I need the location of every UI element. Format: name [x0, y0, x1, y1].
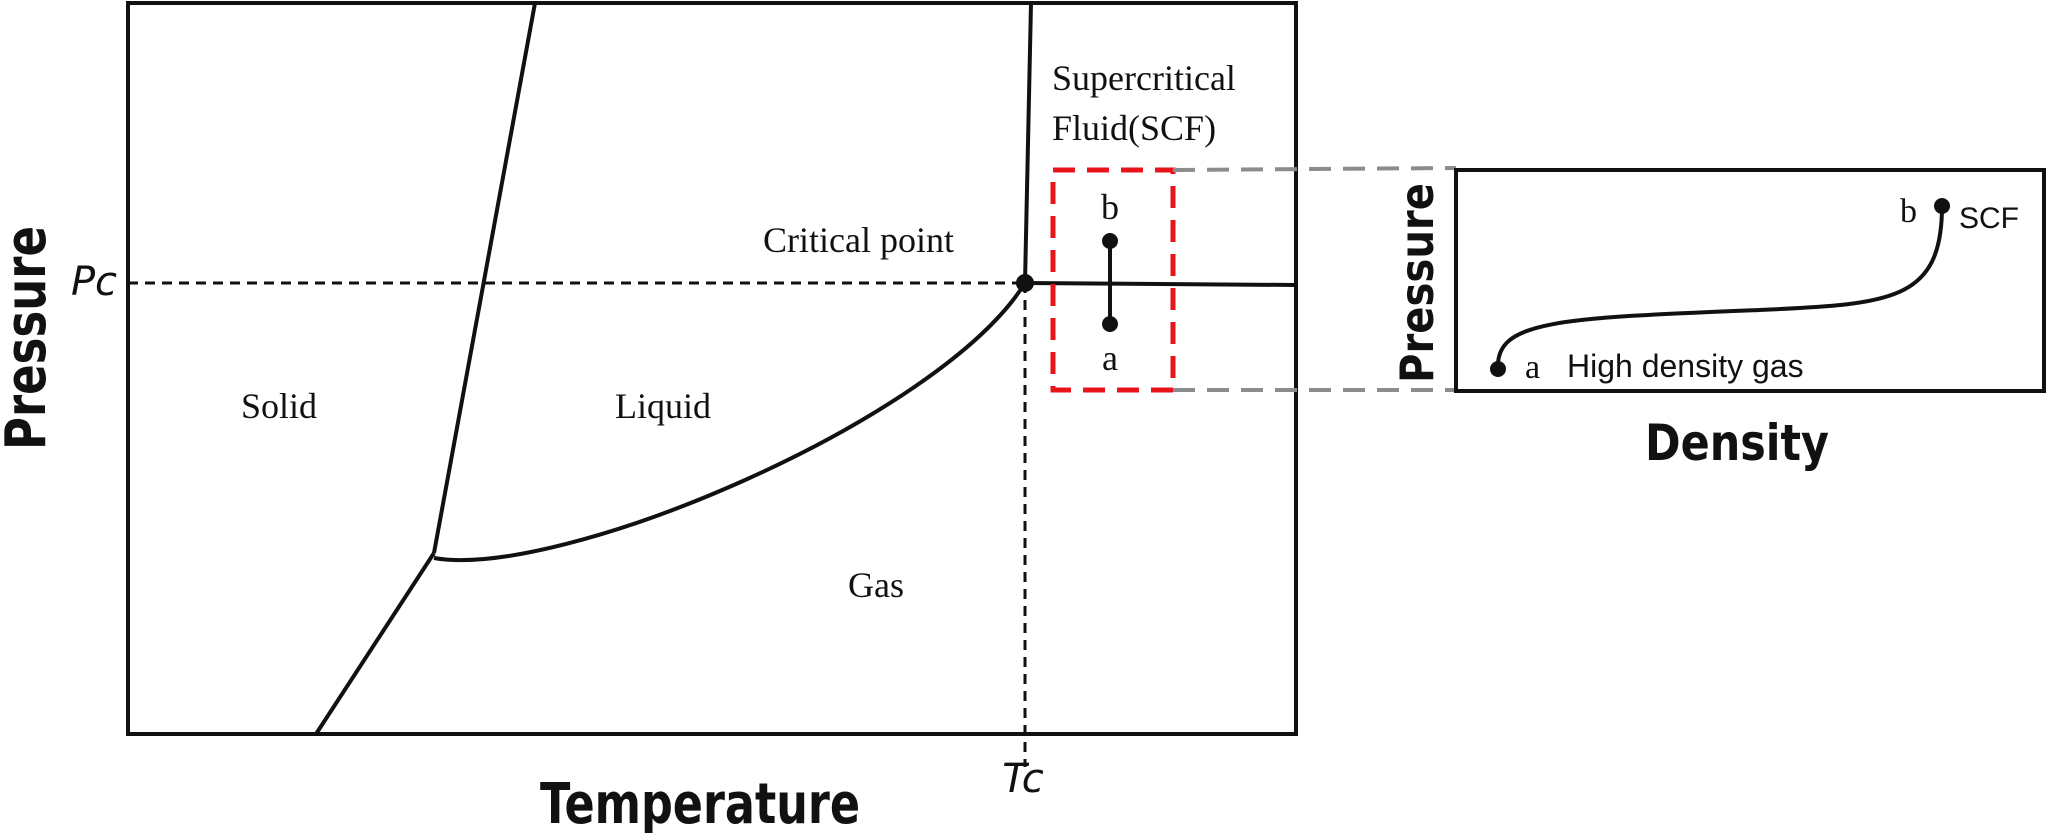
- critical-point-marker: [1016, 274, 1034, 292]
- scf-region-label-line2: Fluid(SCF): [1052, 108, 1216, 148]
- zoom-connector-top: [1172, 166, 1457, 172]
- temperature-axis-label: Temperature: [540, 772, 860, 833]
- point-a-label: a: [1102, 338, 1118, 378]
- tc-tick-label: Tc: [1002, 756, 1043, 802]
- inset-point-a-description: High density gas: [1567, 348, 1804, 384]
- main-plot-frame: [126, 1, 1298, 736]
- solid-region-label: Solid: [241, 386, 317, 426]
- inset-point-b-label: b: [1900, 193, 1917, 230]
- scf-region-label-line1: Supercritical: [1052, 58, 1236, 98]
- inset-density-axis-label: Density: [1645, 414, 1829, 472]
- inset-point-a-marker: [1490, 361, 1506, 377]
- inset-point-b-marker: [1934, 198, 1950, 214]
- inset-point-b-description: SCF: [1959, 202, 2019, 235]
- critical-point-label: Critical point: [763, 220, 954, 260]
- critical-isotherm-upper: [1023, 2, 1033, 284]
- pc-tick-label: Pc: [71, 259, 117, 305]
- point-a-marker: [1102, 316, 1118, 332]
- liquid-region-label: Liquid: [615, 386, 711, 426]
- inset-pressure-axis-label: Pressure: [1390, 183, 1444, 383]
- point-b-label: b: [1101, 187, 1119, 227]
- inset-point-a-label: a: [1525, 349, 1540, 386]
- point-b-marker: [1102, 233, 1118, 249]
- solid-gas-boundary: [314, 551, 436, 736]
- pressure-axis-label: Pressure: [0, 226, 59, 450]
- inset-density-curve: [1495, 205, 1944, 370]
- liquid-gas-boundary: [433, 281, 1027, 562]
- solid-liquid-boundary: [432, 2, 537, 554]
- critical-isobar-right: [1024, 281, 1297, 287]
- gas-region-label: Gas: [848, 565, 904, 605]
- inset-plot-frame: [1454, 168, 2046, 393]
